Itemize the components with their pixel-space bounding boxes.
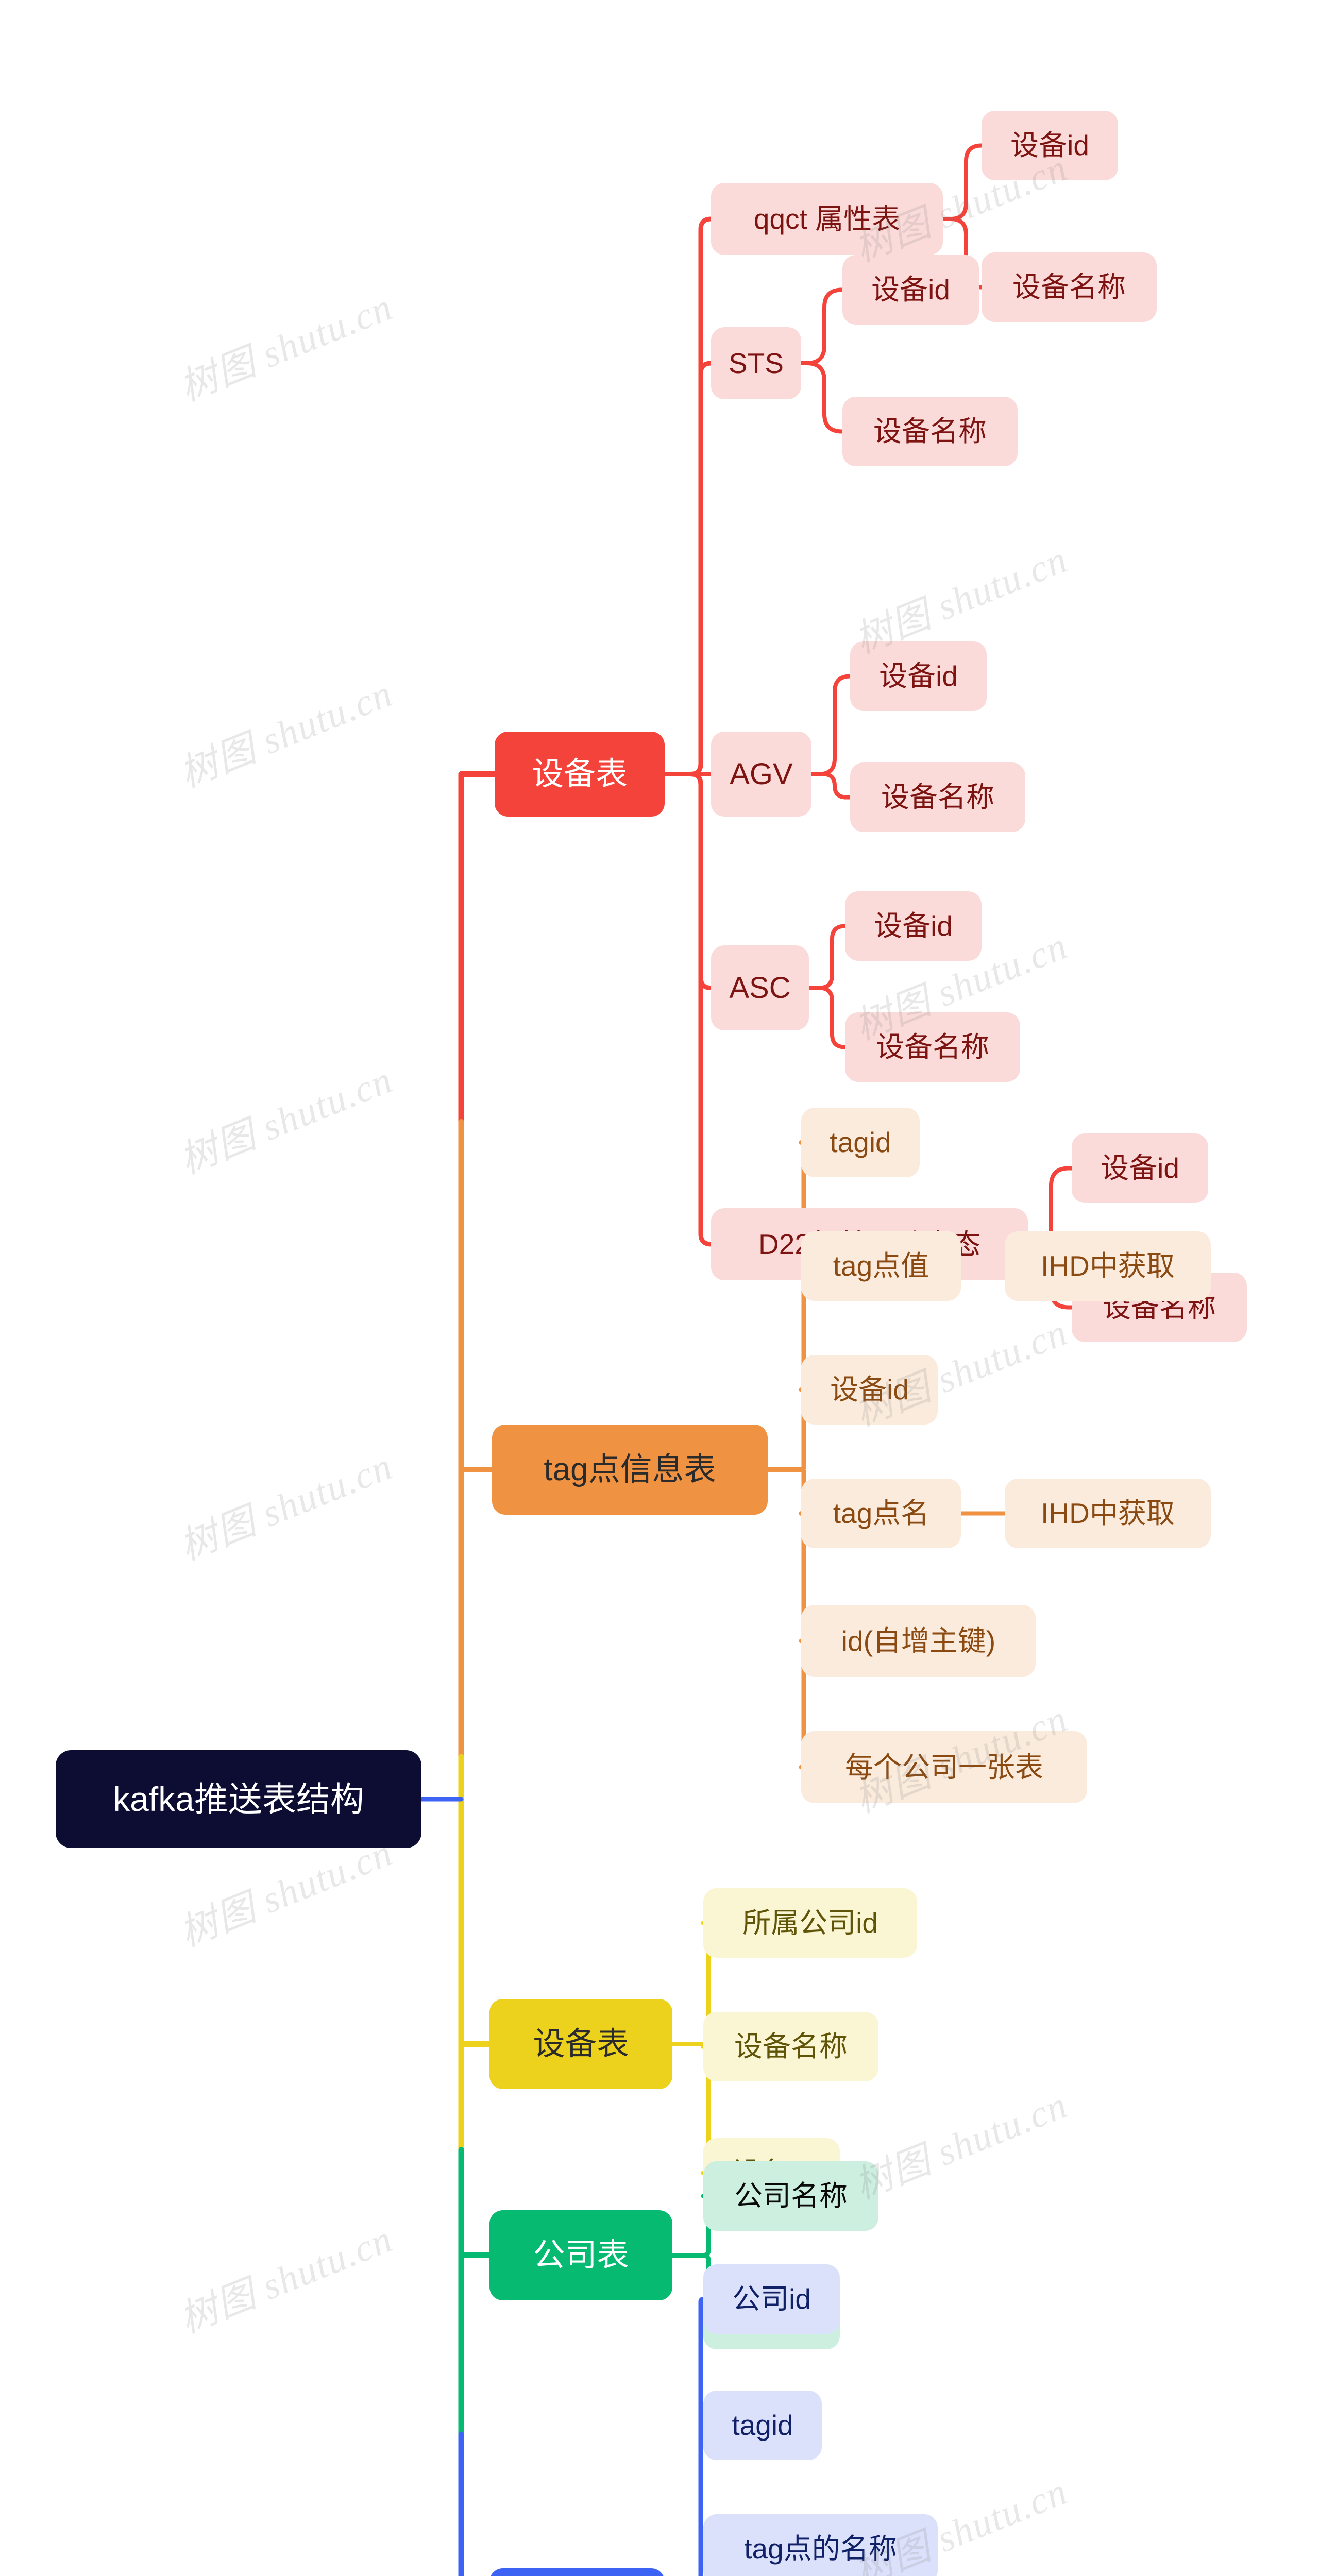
branch-device-table-red-child-3-sub-0[interactable]: 设备id — [845, 891, 982, 961]
branch-tag-info-table-orange-child-3-sub-0[interactable]: IHD中获取 — [1005, 1479, 1211, 1548]
node-label: 设备名称 — [873, 415, 987, 447]
node-label: 公司id — [732, 2283, 811, 2315]
node-label: tagid — [732, 2409, 793, 2441]
branch-tag-info-table-orange-child-5[interactable]: 每个公司一张表 — [801, 1731, 1087, 1803]
branch-device-table-yellow-child-1[interactable]: 设备名称 — [703, 2012, 878, 2081]
node-label: 公司表 — [533, 2237, 629, 2273]
node-label: kafka推送表结构 — [113, 1780, 364, 1818]
watermark-3: 树图 shutu.cn — [174, 672, 399, 796]
node-label: 设备id — [879, 660, 958, 692]
branch-tag-info-table-orange-child-1[interactable]: tag点值 — [801, 1231, 961, 1301]
node-label: 设备表 — [533, 2026, 629, 2062]
branch-device-table-red-child-0[interactable]: qqct 属性表 — [711, 183, 943, 255]
root-node[interactable]: kafka推送表结构 — [56, 1750, 421, 1848]
watermark-10: 树图 shutu.cn — [174, 2217, 399, 2342]
branch-device-table-red-child-3[interactable]: ASC — [711, 945, 809, 1030]
branch-device-table-yellow-child-0[interactable]: 所属公司id — [703, 1888, 917, 1958]
node-label: 设备id — [830, 1374, 909, 1405]
branch-tag-info-table-orange-child-0[interactable]: tagid — [801, 1108, 920, 1177]
branch-attribute-table-blue-child-0[interactable]: 公司id — [703, 2264, 840, 2334]
branch-attribute-table-blue-child-2[interactable]: tag点的名称 — [703, 2514, 938, 2576]
branch-device-table-red-child-2-sub-0[interactable]: 设备id — [850, 641, 987, 711]
node-label: tagid — [830, 1126, 891, 1158]
branch-tag-info-table-orange-child-4[interactable]: id(自增主键) — [801, 1605, 1036, 1677]
node-label: 所属公司id — [742, 1907, 878, 1939]
branch-device-table-red-child-0-sub-1[interactable]: 设备名称 — [982, 252, 1157, 322]
watermark-4: 树图 shutu.cn — [174, 1058, 399, 1182]
node-label: 公司名称 — [734, 2180, 848, 2212]
branch-company-table-green-child-0[interactable]: 公司名称 — [703, 2161, 878, 2231]
branch-attribute-table-blue[interactable]: 属性表 — [489, 2568, 665, 2576]
node-label: AGV — [730, 757, 793, 791]
branch-device-table-red-child-1-sub-1[interactable]: 设备名称 — [842, 397, 1018, 466]
node-label: 设备名称 — [734, 2030, 848, 2062]
branch-device-table-red-child-2-sub-1[interactable]: 设备名称 — [850, 762, 1025, 832]
node-label: IHD中获取 — [1041, 1497, 1175, 1529]
branch-device-table-red-child-0-sub-0[interactable]: 设备id — [982, 111, 1118, 180]
watermark-6: 树图 shutu.cn — [174, 1445, 399, 1569]
branch-device-table-yellow[interactable]: 设备表 — [489, 1999, 672, 2089]
branch-device-table-red-child-1[interactable]: STS — [711, 327, 801, 399]
node-label: 设备名称 — [881, 781, 994, 813]
branch-device-table-red-child-3-sub-1[interactable]: 设备名称 — [845, 1012, 1020, 1082]
node-label: tag点值 — [833, 1250, 929, 1282]
node-label: tag点名 — [833, 1497, 929, 1529]
node-label: tag点信息表 — [544, 1451, 716, 1487]
node-label: IHD中获取 — [1041, 1250, 1175, 1282]
branch-tag-info-table-orange-child-2[interactable]: 设备id — [801, 1355, 938, 1425]
node-label: 设备id — [871, 274, 950, 306]
node-label: tag点的名称 — [744, 2533, 897, 2565]
node-label: 设备id — [1010, 129, 1089, 161]
node-label: 设备名称 — [1012, 271, 1126, 303]
branch-device-table-red-child-2[interactable]: AGV — [711, 732, 811, 817]
branch-device-table-red[interactable]: 设备表 — [495, 732, 665, 817]
branch-device-table-red-child-1-sub-0[interactable]: 设备id — [842, 255, 979, 325]
node-label: ASC — [729, 971, 791, 1005]
watermark-0: 树图 shutu.cn — [174, 285, 399, 410]
branch-device-table-red-child-4-sub-0[interactable]: 设备id — [1072, 1133, 1208, 1203]
node-label: STS — [729, 347, 784, 379]
branch-tag-info-table-orange[interactable]: tag点信息表 — [492, 1425, 768, 1515]
branch-company-table-green[interactable]: 公司表 — [489, 2210, 672, 2300]
node-label: 设备id — [874, 910, 953, 942]
node-label: 设备id — [1101, 1152, 1179, 1184]
node-label: qqct 属性表 — [753, 202, 901, 235]
node-label: 设备名称 — [875, 1031, 989, 1063]
node-label: 每个公司一张表 — [844, 1751, 1043, 1783]
node-label: 设备表 — [531, 756, 628, 792]
branch-tag-info-table-orange-child-3[interactable]: tag点名 — [801, 1479, 961, 1548]
watermark-11: 树图 shutu.cn — [849, 2083, 1074, 2208]
branch-attribute-table-blue-child-1[interactable]: tagid — [703, 2391, 822, 2460]
branch-tag-info-table-orange-child-1-sub-0[interactable]: IHD中获取 — [1005, 1231, 1211, 1301]
node-label: id(自增主键) — [841, 1624, 996, 1657]
